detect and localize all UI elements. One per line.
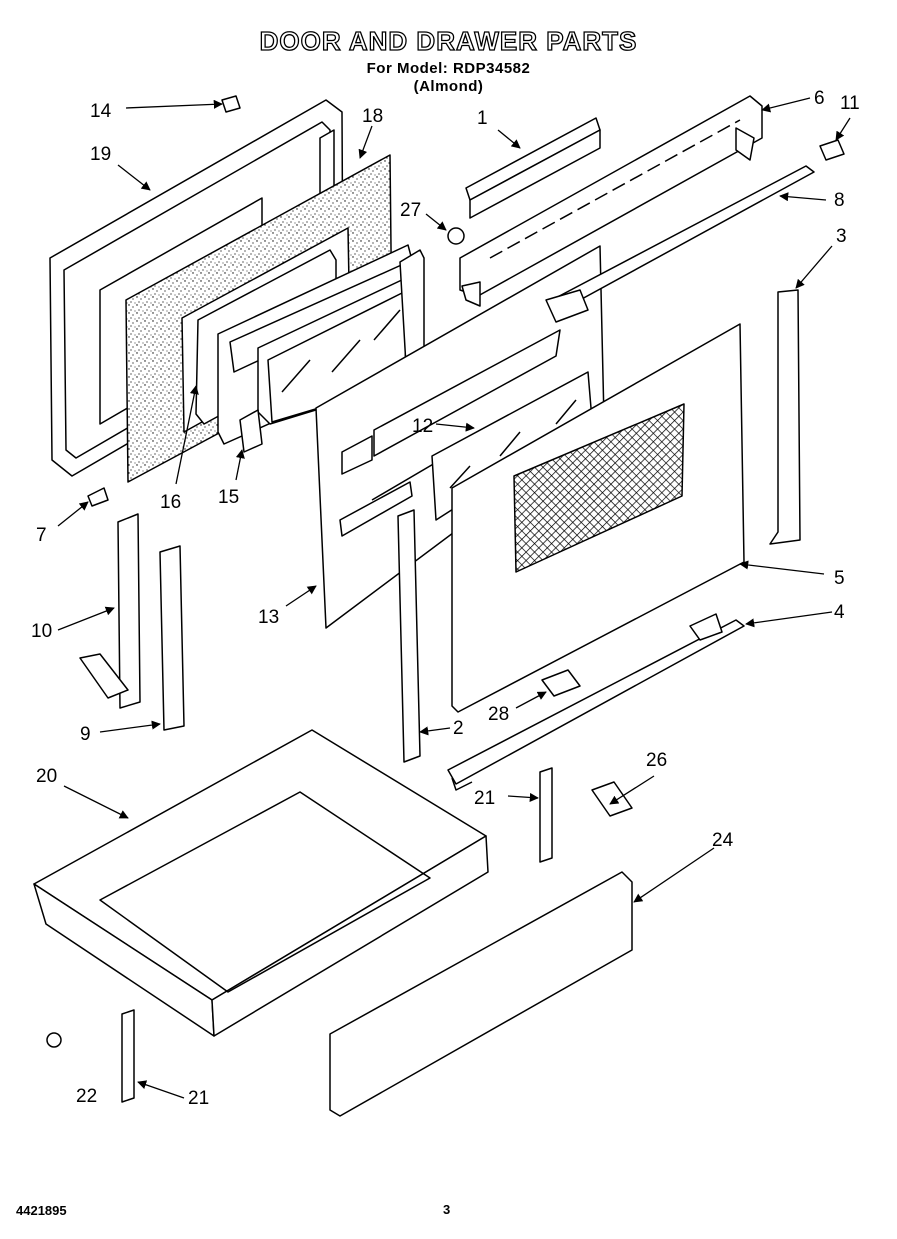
callout-28: 28	[488, 704, 509, 725]
callout-10: 10	[31, 621, 52, 642]
hinge-rail	[447, 613, 745, 791]
model-line: For Model: RDP34582	[366, 60, 531, 77]
handle-end-cap	[819, 139, 845, 161]
callout-13: 13	[258, 607, 279, 628]
callout-18: 18	[362, 106, 383, 127]
outer-door	[451, 323, 745, 713]
callout-11: 11	[840, 93, 860, 114]
leader-lines	[57, 97, 851, 1099]
callout-8: 8	[834, 190, 845, 211]
callout-6: 6	[814, 88, 825, 109]
door-bracket	[465, 117, 601, 219]
spacer	[447, 227, 465, 245]
color-line: (Almond)	[413, 78, 484, 95]
door-hinge	[79, 513, 141, 709]
callout-15: 15	[218, 487, 239, 508]
callout-9: 9	[80, 724, 91, 745]
vent-trim	[459, 95, 763, 307]
callout-numbers: 1 2 3 4 5 6 7 8 9 10 11 12 13 14 15 16 1…	[31, 88, 860, 1109]
hinge-trim	[159, 545, 185, 731]
left-side-trim	[397, 509, 421, 763]
right-side-trim	[769, 289, 801, 545]
drawer-stop	[46, 1032, 62, 1048]
callout-5: 5	[834, 568, 845, 589]
document-number: 4421895	[16, 1203, 67, 1218]
callout-21-lower: 21	[188, 1088, 209, 1109]
drawer-slide-upper	[539, 767, 553, 863]
callout-24: 24	[712, 830, 734, 851]
callout-19: 19	[90, 144, 111, 165]
callout-4: 4	[834, 602, 845, 623]
page-number: 3	[443, 1202, 451, 1217]
storage-drawer	[33, 729, 489, 1037]
callout-26: 26	[646, 750, 667, 771]
callout-27: 27	[400, 200, 421, 221]
callout-20: 20	[36, 766, 57, 787]
callout-1: 1	[477, 108, 488, 129]
callout-21-upper: 21	[474, 788, 495, 809]
callout-7: 7	[36, 525, 47, 546]
callout-3: 3	[836, 226, 847, 247]
callout-22: 22	[76, 1086, 97, 1107]
page-title: DOOR AND DRAWER PARTS	[259, 25, 638, 56]
drawer-front	[329, 871, 633, 1117]
callout-14: 14	[90, 101, 112, 122]
callout-12: 12	[412, 416, 433, 437]
drawer-roller	[591, 781, 633, 817]
screw	[221, 95, 241, 113]
callout-2: 2	[453, 718, 464, 739]
door-handle	[545, 165, 815, 323]
mounting-plate	[541, 669, 581, 697]
callout-16: 16	[160, 492, 181, 513]
clip	[87, 487, 109, 507]
drawer-slide-lower	[121, 1009, 135, 1103]
